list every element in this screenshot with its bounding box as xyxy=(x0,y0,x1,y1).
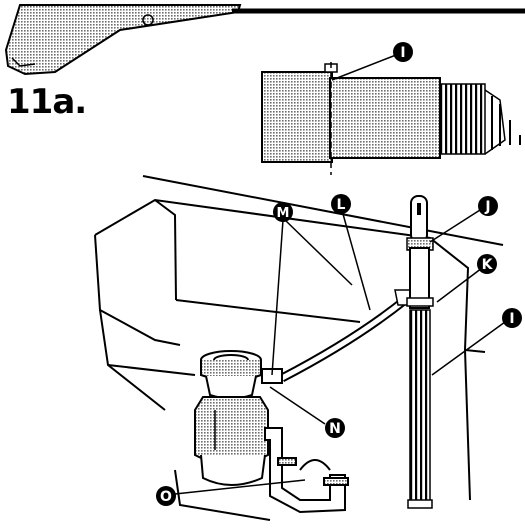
drain-trap xyxy=(264,427,349,514)
leader-lines xyxy=(174,54,506,495)
drain-hose xyxy=(279,289,421,382)
svg-text:N: N xyxy=(329,421,341,437)
svg-text:I: I xyxy=(400,45,405,61)
svg-text:O: O xyxy=(160,489,172,505)
standpipe xyxy=(406,195,434,509)
svg-text:K: K xyxy=(482,257,494,273)
svg-text:L: L xyxy=(337,197,346,213)
svg-text:J: J xyxy=(484,199,490,215)
callout-J: J xyxy=(478,196,498,216)
callout-N: N xyxy=(325,418,345,438)
callout-L: L xyxy=(331,194,351,214)
svg-text:M: M xyxy=(277,206,290,221)
countertop xyxy=(94,175,504,521)
disposer-unit xyxy=(194,350,283,486)
callout-I-right: I xyxy=(502,308,522,328)
callout-I-top: I xyxy=(393,42,413,62)
callout-K: K xyxy=(477,254,497,274)
callout-M: M xyxy=(273,202,293,222)
svg-text:I: I xyxy=(509,311,514,327)
hose-end-detail xyxy=(261,62,521,175)
tool-illustration xyxy=(4,4,242,76)
step-label: 11a. xyxy=(7,82,87,122)
callout-O: O xyxy=(156,486,176,506)
